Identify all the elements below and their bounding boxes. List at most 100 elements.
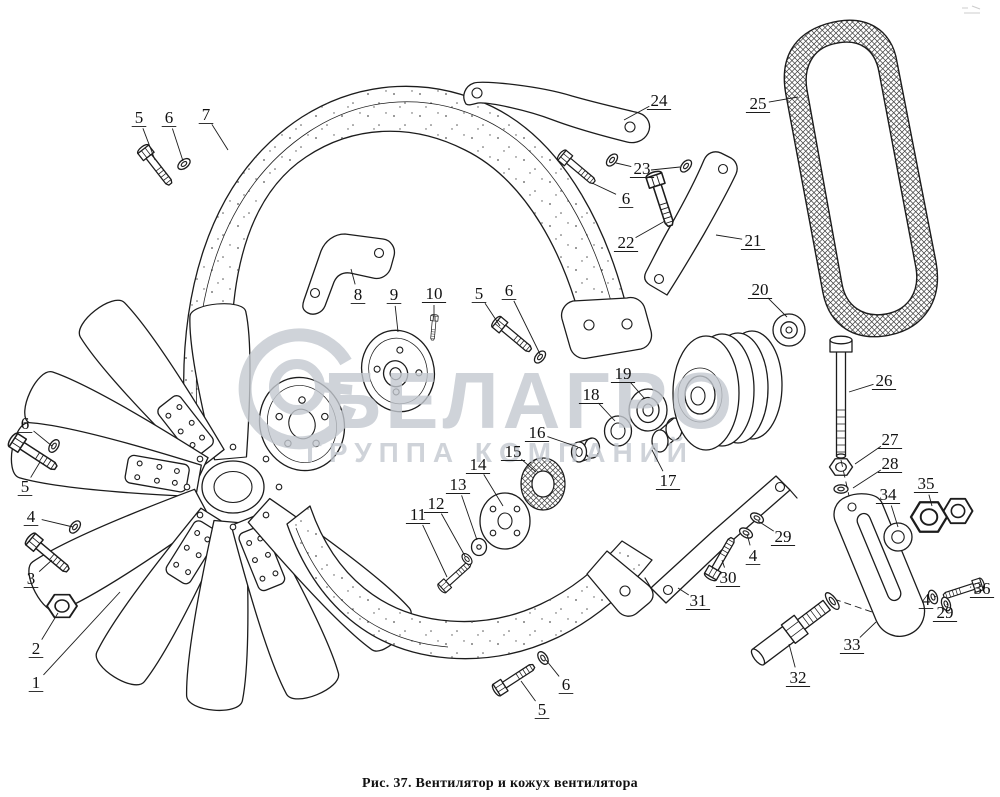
nut-2: [46, 593, 78, 619]
fan: [6, 291, 420, 714]
washer-6-top-left: [175, 155, 193, 173]
callout-label-6: 6: [562, 675, 571, 694]
callout-leader-19: [629, 381, 646, 400]
callout-leader-20: [767, 297, 788, 318]
callout-label-11: 11: [410, 505, 426, 524]
callout-label-4: 4: [749, 546, 758, 565]
callout-leader-4: [746, 533, 751, 546]
washer-6-bottom: [535, 649, 551, 667]
callout-label-29: 29: [775, 527, 792, 546]
callout-leader-23: [615, 162, 632, 167]
callout-label-6: 6: [622, 189, 631, 208]
callout-label-19: 19: [615, 364, 632, 383]
callout-leader-5: [30, 461, 41, 478]
callout-label-23: 23: [634, 159, 651, 178]
callout-label-21: 21: [745, 231, 762, 250]
callout-label-24: 24: [651, 91, 669, 110]
callout-leader-33: [859, 621, 877, 638]
bracket-24: [463, 81, 651, 144]
callout-leader-18: [598, 402, 616, 422]
callout-leader-28: [852, 469, 882, 489]
callout-label-5: 5: [538, 700, 547, 719]
callout-leader-5: [484, 302, 501, 327]
callout-leader-2: [41, 612, 59, 640]
callout-label-5: 5: [475, 284, 484, 303]
callout-label-29: 29: [937, 603, 954, 622]
gasket-15: [520, 457, 566, 511]
callout-label-6: 6: [21, 414, 30, 433]
callout-leader-30: [721, 559, 725, 568]
callout-leader-5: [520, 680, 536, 702]
corner-mark: [962, 5, 981, 14]
tension-arm-33: [833, 493, 926, 637]
bracket-31: [644, 475, 798, 604]
callout-label-32: 32: [790, 668, 807, 687]
bearing-housing-plate-9: [360, 329, 436, 413]
callout-leader-32: [788, 643, 796, 668]
callout-leader-6: [513, 300, 541, 355]
callout-label-25: 25: [750, 94, 767, 113]
callout-label-20: 20: [752, 280, 769, 299]
callout-leader-1: [43, 591, 121, 676]
callout-leader-16: [547, 436, 579, 448]
callout-label-27: 27: [882, 430, 900, 449]
callout-leader-21: [715, 234, 743, 240]
pulley-20: [672, 330, 783, 451]
callout-leader-12: [440, 513, 466, 557]
callout-label-22: 22: [618, 233, 635, 252]
callout-label-33: 33: [844, 635, 861, 654]
nut-35b: [942, 497, 974, 525]
bracket-8: [302, 233, 396, 315]
callout-label-10: 10: [426, 284, 443, 303]
callout-leader-34: [890, 505, 899, 528]
callout-label-9: 9: [390, 285, 399, 304]
callout-leader-24: [623, 105, 650, 121]
washer-34: [883, 522, 913, 552]
disc-13: [470, 537, 488, 557]
callout-label-30: 30: [720, 568, 737, 587]
callout-leader-7: [211, 124, 229, 151]
callout-label-6: 6: [505, 281, 514, 300]
watermark-subtitle: ГРУППА КОМПАНИЙ: [306, 436, 694, 468]
washer-28: [833, 484, 849, 494]
callout-label-8: 8: [354, 285, 363, 304]
callout-leader-23b: [650, 166, 681, 171]
fan-shroud-lower-half: [286, 505, 654, 660]
callout-leader-4: [41, 519, 74, 528]
bolt-5-bottom: [490, 659, 539, 698]
callout-label-15: 15: [505, 442, 522, 461]
callout-leader-8: [350, 268, 356, 285]
callout-leader-26: [848, 383, 874, 393]
callout-label-16: 16: [529, 423, 546, 442]
callout-leader-5: [142, 128, 156, 161]
callout-leader-15: [521, 458, 537, 473]
callout-leader-29: [757, 520, 774, 532]
callout-label-6: 6: [165, 108, 174, 127]
bolt-32: [750, 592, 840, 666]
shroud-end-flange: [560, 296, 653, 360]
callout-label-3: 3: [27, 569, 36, 588]
callout-leader-11: [422, 524, 448, 578]
callout-leader-31: [677, 587, 690, 596]
fan-hub: [183, 443, 283, 531]
stud-26: [829, 335, 853, 459]
belagro-logo-icon: [238, 328, 357, 450]
washer-12: [459, 551, 475, 567]
v-belt: [783, 19, 939, 338]
callout-label-2: 2: [32, 639, 41, 658]
callout-label-18: 18: [583, 385, 600, 404]
callout-leader-6: [545, 659, 560, 677]
callout-label-14: 14: [470, 455, 488, 474]
callout-label-5: 5: [21, 477, 30, 496]
washer-23b: [677, 157, 695, 175]
callout-leader-13: [461, 495, 478, 541]
callout-label-1: 1: [32, 673, 41, 692]
callout-leader-35: [928, 494, 933, 507]
bolt-10: [428, 313, 439, 341]
callout-label-4: 4: [922, 590, 931, 609]
callout-label-7: 7: [202, 105, 211, 124]
callout-label-13: 13: [450, 475, 467, 494]
